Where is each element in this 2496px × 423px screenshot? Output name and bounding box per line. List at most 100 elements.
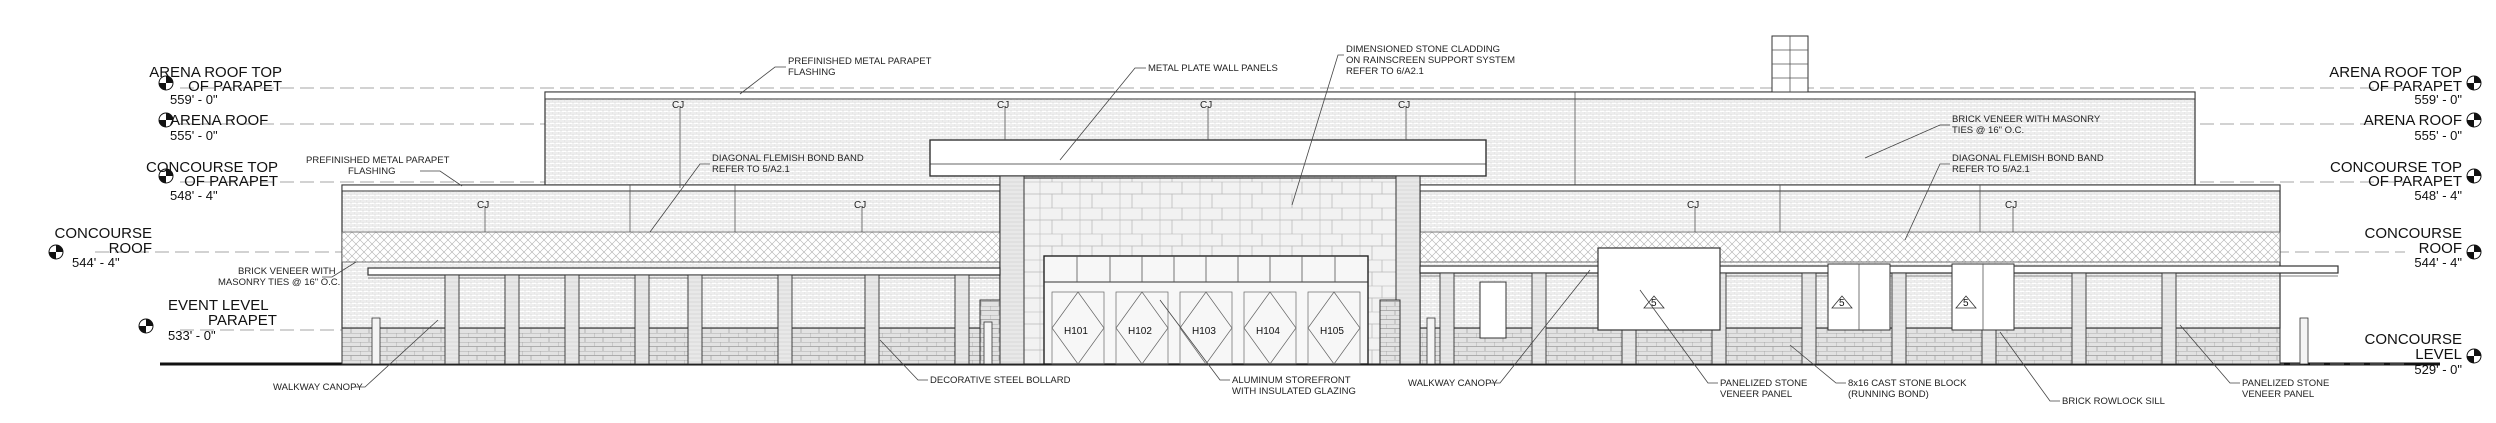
svg-text:OF PARAPET: OF PARAPET bbox=[188, 78, 282, 95]
svg-text:559' - 0": 559' - 0" bbox=[2414, 92, 2462, 107]
note-brick-rowlock-sill: BRICK ROWLOCK SILL bbox=[1999, 331, 2165, 407]
svg-text:ALUMINUM STOREFRONT: ALUMINUM STOREFRONT bbox=[1232, 375, 1351, 386]
svg-text:CONCOURSE: CONCOURSE bbox=[2364, 331, 2462, 348]
svg-text:REFER TO 6/A2.1: REFER TO 6/A2.1 bbox=[1346, 66, 1424, 77]
door-tag: H104 bbox=[1256, 326, 1280, 337]
door-tag: H103 bbox=[1192, 326, 1216, 337]
note-aluminum-storefront: ALUMINUM STOREFRONT WITH INSULATED GLAZI… bbox=[1159, 299, 1356, 397]
svg-text:VENEER PANEL: VENEER PANEL bbox=[2242, 389, 2314, 400]
decorative-bollards bbox=[371, 317, 2309, 365]
level-marker-event-level-parapet: EVENT LEVEL PARAPET 533' - 0" bbox=[138, 297, 277, 343]
level-markers-right: ARENA ROOF TOP OF PARAPET 559' - 0" AREN… bbox=[2329, 64, 2482, 377]
level-marker-arena-roof-top: ARENA ROOF TOP OF PARAPET 559' - 0" bbox=[149, 64, 282, 107]
level-marker-arena-roof: ARENA ROOF 555' - 0" bbox=[158, 112, 268, 143]
window-tag: 5 bbox=[1963, 298, 1969, 309]
svg-text:DIMENSIONED STONE CLADDING: DIMENSIONED STONE CLADDING bbox=[1346, 44, 1500, 55]
svg-text:(RUNNING BOND): (RUNNING BOND) bbox=[1848, 389, 1929, 400]
control-joint-label: CJ bbox=[672, 100, 684, 111]
note-panelized-stone-1: PANELIZED STONE VENEER PANEL bbox=[1639, 289, 1807, 400]
rooftop-screen bbox=[1771, 35, 1809, 93]
door-tag: H102 bbox=[1128, 326, 1152, 337]
svg-text:544' - 4": 544' - 4" bbox=[72, 255, 120, 270]
svg-text:544' - 4": 544' - 4" bbox=[2414, 255, 2462, 270]
svg-text:VENEER PANEL: VENEER PANEL bbox=[1720, 389, 1792, 400]
svg-text:PANELIZED STONE: PANELIZED STONE bbox=[1720, 378, 1807, 389]
svg-text:METAL PLATE WALL PANELS: METAL PLATE WALL PANELS bbox=[1148, 63, 1278, 74]
svg-text:EVENT LEVEL: EVENT LEVEL bbox=[168, 297, 269, 314]
svg-text:ARENA ROOF TOP: ARENA ROOF TOP bbox=[2329, 64, 2462, 81]
svg-text:CONCOURSE TOP: CONCOURSE TOP bbox=[146, 159, 278, 176]
door-tag: H105 bbox=[1320, 326, 1344, 337]
note-walkway-canopy-right: WALKWAY CANOPY bbox=[1408, 269, 1591, 389]
svg-text:CONCOURSE TOP: CONCOURSE TOP bbox=[2330, 159, 2462, 176]
svg-text:BRICK VENEER WITH: BRICK VENEER WITH bbox=[238, 266, 336, 277]
note-brick-veneer-concourse: BRICK VENEER WITH MASONRY TIES @ 16" O.C… bbox=[218, 261, 357, 288]
level-marker-arena-roof-top-right: ARENA ROOF TOP OF PARAPET 559' - 0" bbox=[2329, 64, 2482, 107]
svg-text:LEVEL: LEVEL bbox=[2415, 346, 2462, 363]
svg-text:OF PARAPET: OF PARAPET bbox=[2368, 173, 2462, 190]
note-decorative-steel-bollard: DECORATIVE STEEL BOLLARD bbox=[879, 339, 1071, 386]
aluminum-storefront bbox=[1043, 255, 1369, 365]
note-dimensioned-stone-cladding: DIMENSIONED STONE CLADDING ON RAINSCREEN… bbox=[1291, 44, 1515, 206]
control-joint-label: CJ bbox=[854, 200, 866, 211]
svg-text:ON RAINSCREEN SUPPORT SYSTEM: ON RAINSCREEN SUPPORT SYSTEM bbox=[1346, 55, 1515, 66]
svg-text:BRICK ROWLOCK SILL: BRICK ROWLOCK SILL bbox=[2062, 396, 2165, 407]
note-parapet-flashing-concourse: PREFINISHED METAL PARAPET FLASHING bbox=[306, 155, 463, 187]
svg-text:548' - 4": 548' - 4" bbox=[170, 188, 218, 203]
svg-text:559' - 0": 559' - 0" bbox=[170, 92, 218, 107]
svg-text:FLASHING: FLASHING bbox=[788, 67, 836, 78]
window-tag: 5 bbox=[1839, 298, 1845, 309]
level-marker-arena-roof-right: ARENA ROOF 555' - 0" bbox=[2364, 112, 2482, 143]
annotations: PREFINISHED METAL PARAPET FLASHING METAL… bbox=[218, 44, 2329, 407]
svg-text:REFER TO 5/A2.1: REFER TO 5/A2.1 bbox=[1952, 164, 2030, 175]
svg-text:8x16 CAST STONE BLOCK: 8x16 CAST STONE BLOCK bbox=[1848, 378, 1967, 389]
svg-text:ARENA ROOF TOP: ARENA ROOF TOP bbox=[149, 64, 282, 81]
svg-text:533' - 0": 533' - 0" bbox=[168, 328, 216, 343]
arena-parapet-flashing bbox=[544, 91, 2196, 100]
svg-text:ARENA ROOF: ARENA ROOF bbox=[170, 112, 268, 129]
entry-metal-panel-canopy bbox=[929, 139, 1487, 177]
svg-text:OF PARAPET: OF PARAPET bbox=[184, 173, 278, 190]
svg-text:CONCOURSE: CONCOURSE bbox=[2364, 225, 2462, 242]
control-joint-label: CJ bbox=[1200, 100, 1212, 111]
svg-text:529' - 0": 529' - 0" bbox=[2414, 362, 2462, 377]
svg-text:TIES @ 16" O.C.: TIES @ 16" O.C. bbox=[1952, 125, 2024, 136]
svg-text:555' - 0": 555' - 0" bbox=[2414, 128, 2462, 143]
note-panelized-stone-2: PANELIZED STONE VENEER PANEL bbox=[2179, 324, 2329, 400]
window-tag: 5 bbox=[1651, 298, 1657, 309]
control-joint-label: CJ bbox=[2005, 200, 2017, 211]
note-flemish-bond-right: DIAGONAL FLEMISH BOND BAND REFER TO 5/A2… bbox=[1904, 153, 2104, 241]
entry-columns bbox=[979, 175, 1421, 365]
svg-text:BRICK VENEER WITH MASONRY: BRICK VENEER WITH MASONRY bbox=[1952, 114, 2101, 125]
svg-text:DIAGONAL FLEMISH BOND BAND: DIAGONAL FLEMISH BOND BAND bbox=[712, 153, 864, 164]
svg-text:WITH INSULATED GLAZING: WITH INSULATED GLAZING bbox=[1232, 386, 1356, 397]
control-joint-label: CJ bbox=[477, 200, 489, 211]
svg-text:548' - 4": 548' - 4" bbox=[2414, 188, 2462, 203]
svg-text:PANELIZED STONE: PANELIZED STONE bbox=[2242, 378, 2329, 389]
svg-text:ROOF: ROOF bbox=[109, 240, 152, 257]
note-parapet-flashing-arena: PREFINISHED METAL PARAPET FLASHING bbox=[739, 56, 932, 95]
level-marker-concourse-roof-right: CONCOURSE ROOF 544' - 4" bbox=[2364, 225, 2482, 270]
level-markers-left: ARENA ROOF TOP OF PARAPET 559' - 0" AREN… bbox=[48, 64, 282, 343]
svg-text:FLASHING: FLASHING bbox=[348, 166, 396, 177]
svg-text:WALKWAY CANOPY: WALKWAY CANOPY bbox=[273, 382, 363, 393]
svg-text:ARENA ROOF: ARENA ROOF bbox=[2364, 112, 2462, 129]
note-metal-plate-wall-panels: METAL PLATE WALL PANELS bbox=[1059, 63, 1278, 161]
note-brick-veneer-arena: BRICK VENEER WITH MASONRY TIES @ 16" O.C… bbox=[1864, 114, 2101, 159]
door-tag: H101 bbox=[1064, 326, 1088, 337]
svg-text:WALKWAY CANOPY: WALKWAY CANOPY bbox=[1408, 378, 1498, 389]
svg-text:PREFINISHED METAL PARAPET: PREFINISHED METAL PARAPET bbox=[788, 56, 932, 67]
door-tags: H101 H102 H103 H104 H105 bbox=[1064, 326, 1344, 337]
svg-text:DECORATIVE STEEL BOLLARD: DECORATIVE STEEL BOLLARD bbox=[930, 375, 1071, 386]
level-marker-concourse-top: CONCOURSE TOP OF PARAPET 548' - 4" bbox=[146, 159, 278, 203]
level-marker-concourse-level-right: CONCOURSE LEVEL 529' - 0" bbox=[2364, 331, 2482, 377]
svg-text:555' - 0": 555' - 0" bbox=[170, 128, 218, 143]
svg-text:CONCOURSE: CONCOURSE bbox=[54, 225, 152, 242]
note-cast-stone-block: 8x16 CAST STONE BLOCK (RUNNING BOND) bbox=[1789, 344, 1967, 400]
note-walkway-canopy-left: WALKWAY CANOPY bbox=[273, 319, 439, 393]
walkway-canopy-left bbox=[367, 267, 1001, 279]
svg-text:PREFINISHED METAL PARAPET: PREFINISHED METAL PARAPET bbox=[306, 155, 450, 166]
control-joint-label: CJ bbox=[1398, 100, 1410, 111]
level-marker-concourse-roof: CONCOURSE ROOF 544' - 4" bbox=[48, 225, 152, 270]
